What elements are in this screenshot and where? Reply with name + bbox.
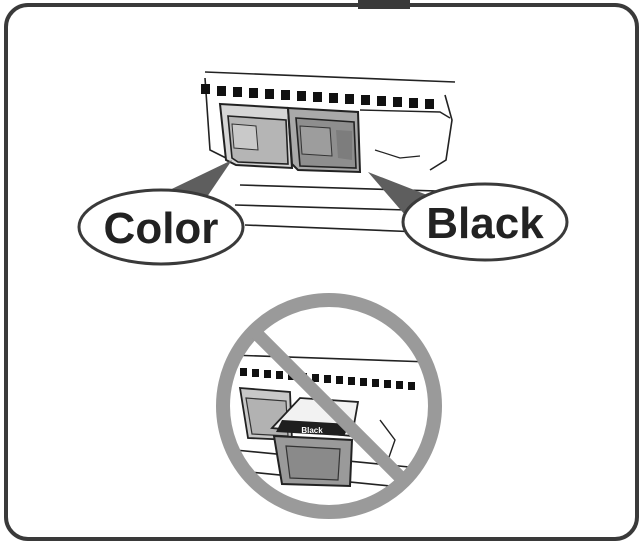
- black-cartridge: [286, 106, 362, 174]
- color-label: Color: [104, 204, 219, 253]
- black-label-bubble: [401, 182, 569, 262]
- frame-tab-icon: [358, 0, 410, 9]
- cartridge-black-label: Black: [301, 426, 323, 435]
- incorrect-installation-illustration: Black: [216, 293, 442, 519]
- correct-installation-illustration: Color Black: [77, 71, 569, 266]
- carriage-dashed-strip: [201, 84, 434, 109]
- prohibition-icon: [216, 293, 442, 519]
- illustration-frame: [4, 3, 639, 541]
- color-cartridge: [218, 102, 294, 170]
- color-label-bubble: [77, 188, 245, 266]
- black-label: Black: [426, 199, 544, 248]
- misplaced-black-cartridge: Black: [270, 397, 360, 488]
